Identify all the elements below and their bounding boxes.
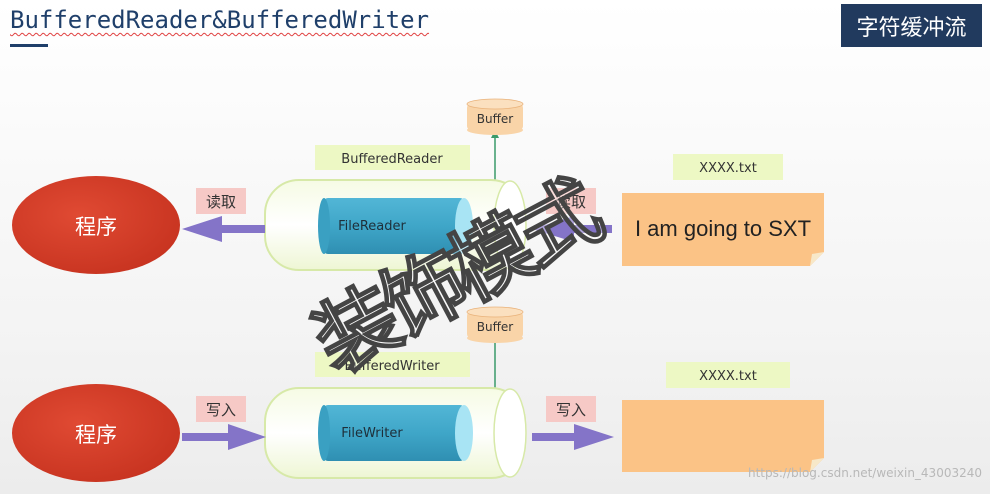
file-box-read: I am going to SXT [622,193,824,266]
write-tag-left-label: 写入 [206,401,236,419]
write-tag-right-label: 写入 [556,401,586,419]
file-content-read: I am going to SXT [635,216,811,241]
file-name-write: XXXX.txt [699,369,757,384]
bufferedwriter-tag [315,352,470,377]
topic-badge: 字符缓冲流 [841,4,982,47]
read-arrow-left [182,216,265,242]
buffer-label-read: Buffer [477,112,513,126]
write-arrow-right [532,424,614,450]
bufferedreader-tag [315,145,470,170]
file-name-read: XXXX.txt [699,161,757,176]
write-row: Buffer BufferedWriter FileWriter 程序 写入 [12,306,824,482]
buffer-label-write: Buffer [477,320,513,334]
read-tag-left [196,188,246,214]
read-tag-right [546,188,596,214]
bufferedreader-label: BufferedReader [341,152,443,167]
filewriter-cylinder: FileWriter [318,405,473,461]
read-row: Buffer BufferedReader FileReader 程序 读取 [12,98,824,274]
program-label-read: 程序 [75,215,117,239]
buffer-cylinder-read: Buffer [466,98,524,135]
title-underline [10,44,48,47]
file-name-tag-write [666,362,790,388]
program-node-write [12,384,180,482]
file-name-tag-read [673,154,783,180]
filereader-label: FileReader [338,219,406,234]
filereader-cylinder: FileReader [318,198,473,254]
file-box-write [622,400,824,472]
source-credit: https://blog.csdn.net/weixin_43003240 [747,466,982,480]
program-node-read [12,176,180,274]
page-title: BufferedReader&BufferedWriter [10,6,430,34]
write-tag-right [546,396,596,422]
read-arrow-right [532,216,612,242]
read-tag-right-label: 读取 [556,193,586,211]
bufferedwriter-label: BufferedWriter [344,359,440,374]
read-tag-left-label: 读取 [206,193,236,211]
write-tag-left [196,396,246,422]
buffer-cylinder-write: Buffer [466,306,524,343]
filewriter-label: FileWriter [341,426,403,441]
program-label-write: 程序 [75,423,117,447]
write-arrow-left [182,424,266,450]
